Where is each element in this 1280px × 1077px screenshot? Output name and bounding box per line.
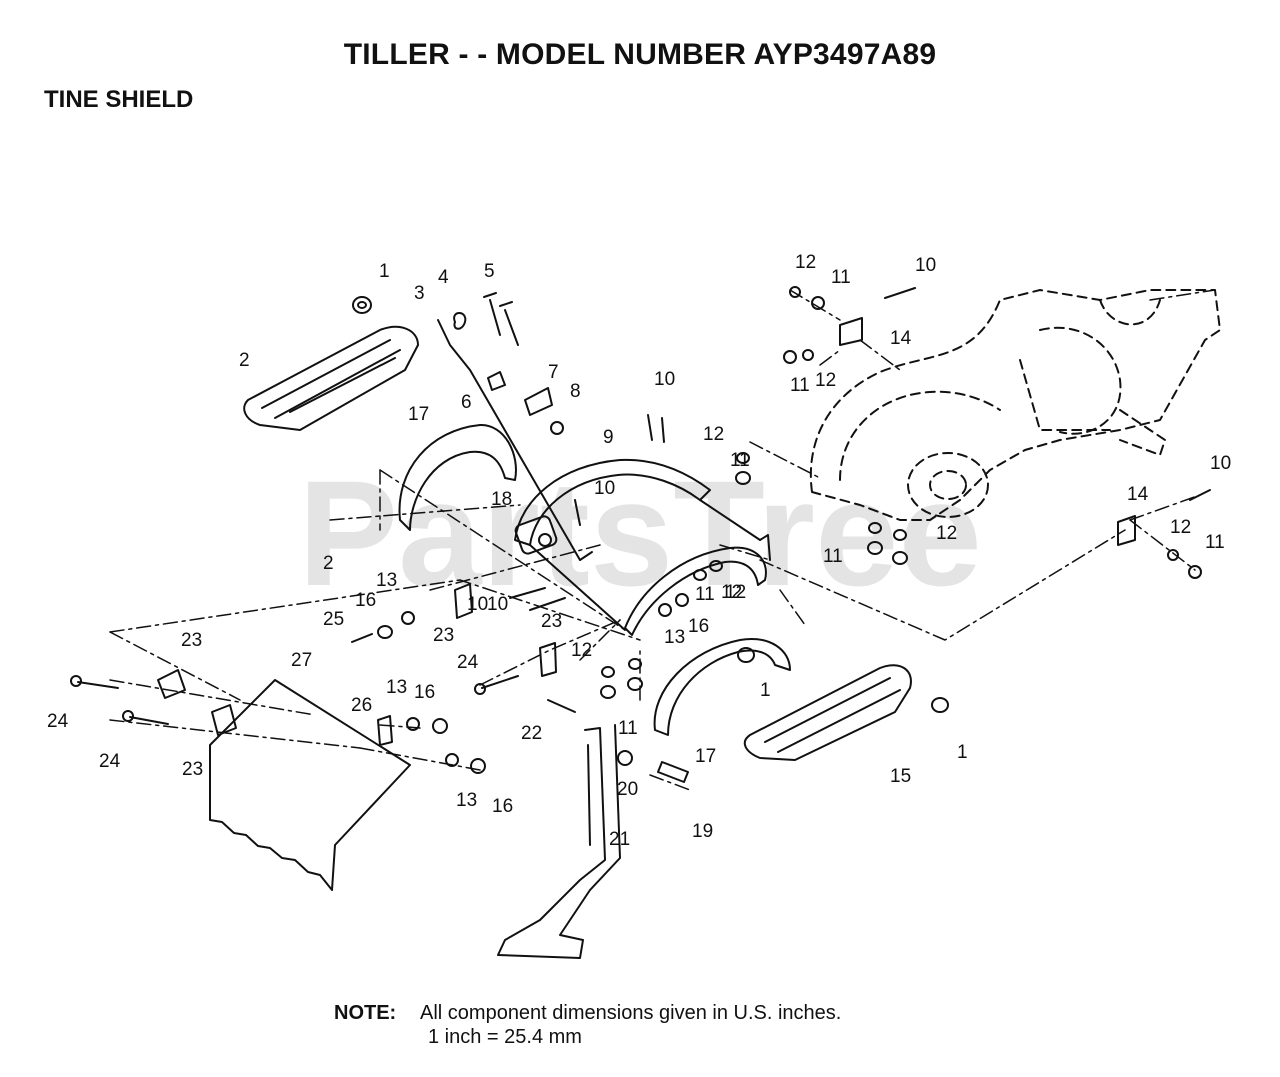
callout: 5: [484, 261, 495, 282]
shield-arc-bracket: [624, 546, 767, 636]
callout: 16: [688, 616, 709, 637]
callout: 14: [1127, 484, 1149, 505]
tiller-body-phantom: [809, 289, 1221, 521]
callout: 24: [99, 751, 121, 772]
callout: 24: [457, 652, 479, 673]
callout: 21: [609, 829, 630, 850]
callout: 10: [594, 478, 615, 499]
callout: 11: [823, 546, 843, 567]
part-19-pin: [657, 761, 689, 783]
callout: 18: [491, 489, 512, 510]
callout: 9: [603, 427, 614, 448]
part-17-shield-right: [653, 638, 791, 736]
callout: 8: [570, 381, 581, 402]
part-18-knob: [514, 515, 558, 555]
alignment-lines: [109, 289, 1216, 791]
callout: 11: [730, 450, 750, 471]
section-title: TINE SHIELD: [44, 86, 194, 113]
part-14-bracket-upper: [839, 317, 863, 346]
callout: 1: [760, 680, 771, 701]
part-9-tine-shield: [514, 458, 761, 631]
callout: 13: [376, 570, 397, 591]
part-14-bracket-right: [1117, 515, 1136, 546]
callout: 2: [239, 350, 250, 371]
part-24-bolts: [70, 675, 519, 725]
callout: 23: [182, 759, 203, 780]
callout: 25: [323, 609, 344, 630]
part-26-pin: [377, 715, 393, 746]
callout: 17: [695, 746, 716, 767]
note-line-1: All component dimensions given in U.S. i…: [420, 1002, 842, 1024]
callout: 22: [521, 723, 542, 744]
callout: 12: [721, 582, 742, 603]
callout: 12: [725, 582, 746, 603]
callout: 23: [433, 625, 454, 646]
callout: 11: [790, 375, 810, 396]
page-title: TILLER - - MODEL NUMBER AYP3497A89: [343, 38, 937, 71]
callout: 23: [541, 611, 562, 632]
part-27-rear-flap: [209, 679, 411, 891]
callout: 23: [181, 630, 202, 651]
callout: 11: [831, 267, 851, 288]
part-21-depth-bar: [497, 724, 621, 959]
callout: 10: [654, 369, 675, 390]
callout: 10: [1210, 453, 1231, 474]
part-8-nut: [550, 421, 564, 435]
part-23-clamps: [157, 583, 557, 736]
callout: 11: [618, 718, 638, 739]
callout: 10: [487, 594, 508, 615]
callout: 24: [47, 711, 69, 732]
callout: 12: [795, 252, 816, 273]
callout: 16: [355, 590, 376, 611]
callout: 13: [664, 627, 685, 648]
part-12-bracket-right: [759, 534, 771, 561]
callout: 12: [703, 424, 724, 445]
note-label: NOTE:: [334, 1002, 397, 1024]
part-3-latch-rod: [437, 319, 593, 561]
callout-labels: 1 1 1 2 2 3 4 5 6 7 8 9 10 10 10 10 10 1…: [47, 252, 1231, 850]
callout: 16: [492, 796, 513, 817]
part-10-bolts: [509, 287, 1211, 611]
callout: 17: [408, 404, 429, 425]
callout: 11: [1205, 532, 1225, 553]
part-25-pin: [351, 633, 373, 643]
part-5-bolts: [483, 292, 519, 346]
part-4-clip: [453, 312, 467, 330]
callout: 19: [692, 821, 713, 842]
callout: 27: [291, 650, 312, 671]
part-22-bolt: [547, 699, 576, 713]
callout: 13: [456, 790, 477, 811]
watermark-text: PartsTree: [298, 449, 982, 617]
part-17-shield-left: [398, 423, 517, 531]
callout: 2: [323, 553, 334, 574]
callout: 12: [1170, 517, 1191, 538]
callout: 11: [695, 584, 715, 605]
part-1-nut-upper: [352, 296, 372, 314]
callout: 1: [957, 742, 968, 763]
callout: 12: [815, 370, 836, 391]
callout: 13: [386, 677, 407, 698]
callout: 12: [936, 523, 957, 544]
callout: 26: [351, 695, 372, 716]
callout: 3: [414, 283, 425, 304]
callout: 7: [548, 362, 559, 383]
note-line-2: 1 inch = 25.4 mm: [428, 1026, 582, 1048]
callout: 12: [571, 640, 592, 661]
callout: 4: [438, 267, 449, 288]
callout: 10: [915, 255, 936, 276]
callout: 14: [890, 328, 912, 349]
callout: 20: [617, 779, 638, 800]
part-15-side-shield-right: [743, 664, 912, 761]
dimension-note: NOTE: All component dimensions given in U…: [334, 1001, 841, 1049]
callout: 1: [379, 261, 390, 282]
callout: 16: [414, 682, 435, 703]
callout: 6: [461, 392, 472, 413]
part-2-side-shield-left: [243, 325, 419, 431]
hardware-washers-nuts: [377, 286, 1202, 774]
callout: 15: [890, 766, 911, 787]
callout: 10: [467, 594, 488, 615]
